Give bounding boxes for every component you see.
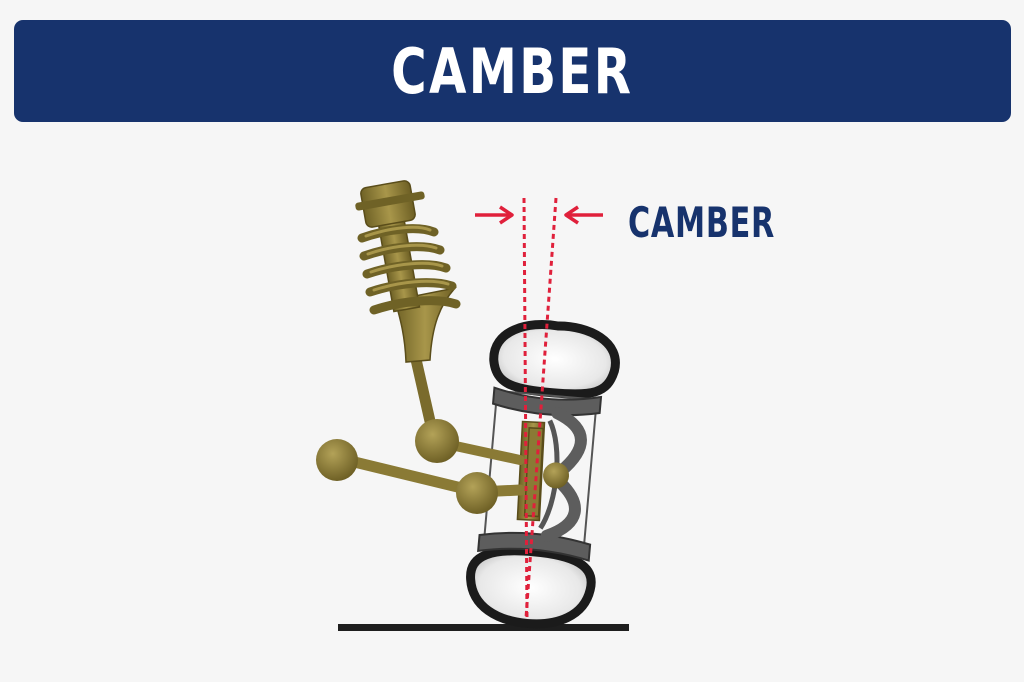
strut-top-plate (355, 191, 425, 211)
tire-bottom (466, 546, 596, 629)
rim-band-bottom (477, 531, 592, 562)
camber-callout-label: CAMBER (628, 198, 776, 247)
ball-joint-left (316, 439, 358, 481)
rim-spoke-upper (551, 407, 587, 478)
wheel-hub (543, 462, 570, 489)
vertical-reference-line (522, 197, 529, 619)
rim-spoke-lower (540, 475, 581, 542)
ball-joint-lower (456, 472, 498, 514)
wheel-assembly (466, 320, 620, 629)
tire-top (489, 320, 620, 399)
ground-line (338, 624, 629, 631)
page-title: CAMBER (391, 34, 634, 108)
rim-band-top (491, 386, 603, 417)
strut-rod (409, 349, 438, 436)
wheel-tilt-line (524, 197, 558, 619)
header-banner: CAMBER (14, 20, 1011, 122)
arrow-right-icon (475, 205, 514, 225)
ball-joint-upper (415, 419, 459, 463)
arrow-left-icon (564, 205, 603, 225)
